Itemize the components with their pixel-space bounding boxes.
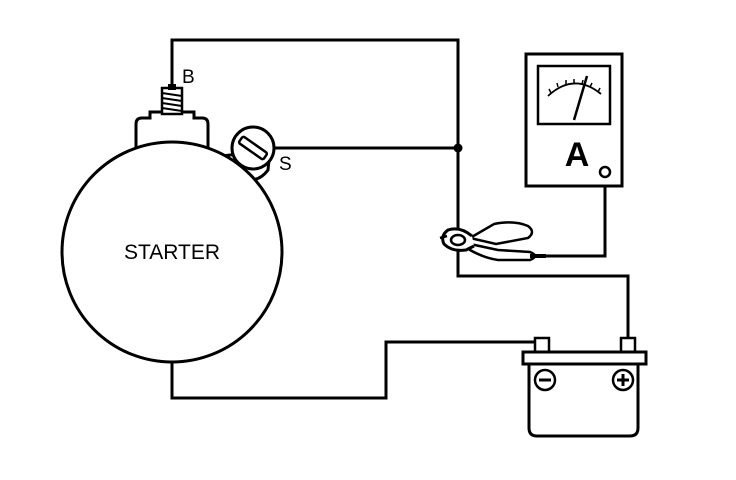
ammeter-needle	[572, 75, 589, 121]
b-terminal-threads	[161, 92, 183, 112]
starter: STARTER B S	[60, 67, 292, 364]
wire-ground-to-battery-negative	[170, 340, 543, 400]
b-terminal-label: B	[182, 67, 195, 88]
ammeter: A	[524, 52, 624, 188]
wire-ammeter-lead	[528, 174, 607, 258]
wire-b-terminal	[170, 38, 460, 234]
b-terminal-tip	[168, 84, 176, 90]
clamp-lower-handle	[468, 242, 537, 262]
clamp-jaw-opening	[449, 233, 467, 247]
junction-dot	[453, 143, 463, 153]
battery-lid	[521, 350, 648, 366]
inductive-clamp	[439, 221, 546, 262]
battery	[521, 336, 648, 438]
s-terminal-slot	[237, 135, 269, 161]
battery-case	[527, 362, 640, 438]
s-terminal-label: S	[279, 154, 292, 175]
wires	[170, 38, 630, 400]
ammeter-scale-arc	[547, 82, 602, 97]
clamp-upper-handle	[466, 221, 534, 246]
ammeter-scale-ticks	[548, 79, 601, 94]
starter-terminal-housing	[134, 110, 210, 152]
ammeter-terminal	[598, 165, 612, 179]
ammeter-label: A	[565, 136, 590, 174]
starter-label: STARTER	[124, 241, 220, 264]
clamp-jaw-tip	[439, 234, 448, 240]
wire-clamp-to-battery-positive	[456, 244, 630, 344]
starter-body	[60, 140, 284, 364]
